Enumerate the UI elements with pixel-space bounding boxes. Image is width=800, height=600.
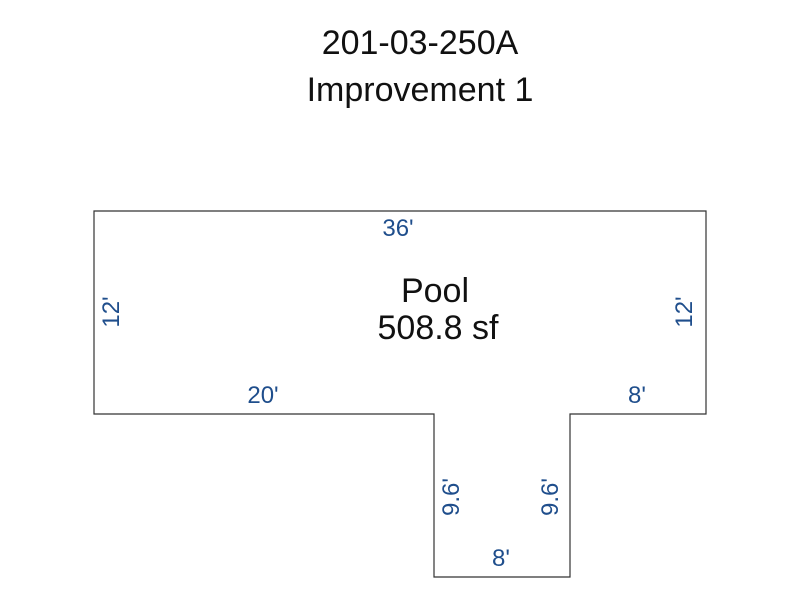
area-name-label: Pool [401,272,469,310]
area-size-label: 508.8 sf [378,309,500,347]
dimension-left: 12' [98,296,125,327]
dimension-stem-left: 9.6' [438,478,465,516]
dimension-bottom-right: 8' [628,382,646,409]
dimension-right: 12' [671,296,698,327]
dimension-stem-bottom: 8' [492,545,510,572]
dimension-bottom-left: 20' [247,382,278,409]
improvement-title: Improvement 1 [306,71,534,109]
pool-outline [93,210,707,578]
dimension-stem-right: 9.6' [537,478,564,516]
parcel-id-title: 201-03-250A [321,24,519,62]
dimension-top: 36' [382,215,413,242]
